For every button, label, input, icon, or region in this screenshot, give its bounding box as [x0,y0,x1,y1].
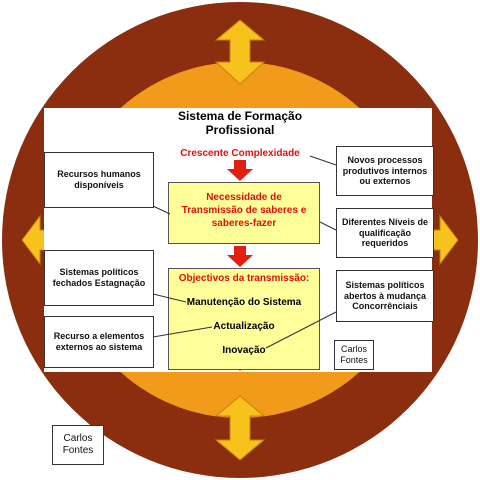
double-headed-arrow-icon [214,19,266,85]
external-resources-box: Recurso a elementos externos ao sistema [44,316,154,368]
open-political-systems-box: Sistemas políticos abertos à mudança Con… [336,270,434,322]
objective-update: Actualização [213,321,275,332]
new-processes-box: Novos processos produtivos internos ou e… [336,146,434,196]
transmission-need-line-2: Transmissão de saberes e [181,205,307,216]
connector-line [319,221,337,231]
connector-line [265,311,337,349]
qualification-levels-box: Diferentes Níveis de qualificação requer… [336,208,434,258]
down-arrow-icon [227,246,253,267]
connector-line [152,326,213,338]
human-resources-box: Recursos humanos disponíveis [44,152,154,208]
closed-political-systems-box: Sistemas políticos fechados Estagnação [44,250,154,306]
connector-line [309,155,337,166]
title-line-1: Sistema de Formação [177,109,303,123]
author-label-inner: Carlos Fontes [334,340,374,370]
objectives-box: Objectivos da transmissão: Manutenção do… [168,268,320,370]
transmission-need-box: Necessidade de Transmissão de saberes e … [168,182,320,244]
double-headed-arrow-icon [214,395,266,461]
transmission-need-line-1: Necessidade de [206,192,282,203]
connector-line [152,293,187,303]
title-line-2: Profissional [205,123,275,137]
connector-line [152,205,171,215]
objective-maintenance: Manutenção do Sistema [186,297,302,308]
transmission-need-text: Necessidade de Transmissão de saberes e … [169,191,319,230]
down-arrow-icon [227,160,253,181]
complexity-label: Crescente Complexidade [180,148,300,159]
objectives-heading: Objectivos da transmissão: [178,273,310,284]
objective-innovation: Inovação [222,345,266,356]
transmission-need-line-3: saberes-fazer [211,218,277,229]
diagram-title: Sistema de Formação Profissional [140,109,340,137]
author-label-outer: Carlos Fontes [52,425,104,465]
